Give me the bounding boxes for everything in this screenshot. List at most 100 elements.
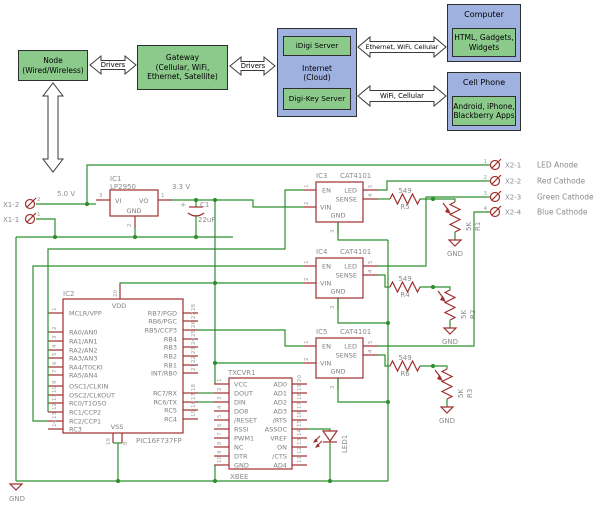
gnd-symbol <box>447 239 463 247</box>
pin-name: OSC2/CLKOUT <box>69 391 115 399</box>
pin-name: RC1/CCP2 <box>69 408 101 416</box>
pot-value: 5K <box>457 389 465 398</box>
ic-led-driver-1-body <box>315 257 364 299</box>
pin-name: VI <box>115 197 121 205</box>
gnd-label: GND <box>9 495 25 503</box>
pin-number: 28 <box>191 304 197 311</box>
pin-number: 5 <box>52 352 58 356</box>
pin-name: /RESET <box>234 416 257 424</box>
wire-driver-gnd <box>337 222 388 241</box>
pin-name: VSS <box>111 423 124 431</box>
pin-number: 5 <box>368 260 374 264</box>
pin-number: 9 <box>217 450 223 454</box>
pin-number: 4 <box>217 405 223 409</box>
pin-number: 4 <box>484 206 488 212</box>
potentiometer-symbol <box>440 368 454 400</box>
computer-title: Computer <box>464 10 504 19</box>
pin-number: 12 <box>297 447 303 454</box>
pin-name: AD2 <box>273 398 287 406</box>
resistor-ref: R6 <box>400 370 410 378</box>
pin-number: 15 <box>191 410 197 417</box>
cap-plate-bottom <box>187 212 205 217</box>
gnd-label: GND <box>439 417 455 425</box>
pin-number: 5 <box>368 340 374 344</box>
pin-number: 13 <box>297 438 303 445</box>
pin-number: 18 <box>297 393 303 400</box>
connector-slash <box>491 174 502 185</box>
pin-name: AD3 <box>273 407 287 415</box>
pin-name: INT/RB0 <box>151 369 177 377</box>
pin-name: VIN <box>320 280 331 288</box>
wire-res-to-pot <box>420 365 448 369</box>
ic2-ref: IC2 <box>63 290 74 298</box>
pot-ref: R2 <box>469 310 477 319</box>
pin-name: RB7/PGD <box>148 309 177 317</box>
pin-name: DOUT <box>234 389 253 397</box>
pin-name: VCC <box>234 380 248 388</box>
pin-number: 3 <box>99 193 103 199</box>
pin-number: 27 <box>191 312 197 319</box>
pin-name: OSC1/CLKIN <box>69 382 108 390</box>
gateway-label: Gateway (Cellular, WiFi, Ethernet, Satel… <box>147 53 218 82</box>
resistor-symbol <box>389 359 421 373</box>
pin-name: GND <box>234 461 249 469</box>
cellphone-apps-box: Android, iPhone, Blackberry Apps <box>452 96 516 126</box>
internet-title-text: Internet (Cloud) <box>302 63 332 82</box>
pin-name: DTR <box>234 452 248 460</box>
pin-number: 14 <box>297 429 303 436</box>
junction-dot <box>212 478 218 484</box>
c1-ref: C1 <box>200 201 209 209</box>
x2-pin-label: X2-2 <box>505 178 521 186</box>
pin-name: LED <box>344 187 357 195</box>
pin-name: RA1/AN1 <box>69 337 97 345</box>
connector-pad <box>489 191 501 203</box>
junction-dot <box>212 280 218 286</box>
pin-name: RC2/CCP1 <box>69 417 101 425</box>
resistor-symbol <box>389 192 421 206</box>
pin-name: VO <box>139 197 148 205</box>
pin-name: RC6/TX <box>154 398 178 406</box>
driver-value: CAT4101 <box>340 248 371 256</box>
pin-name: RA0/AN0 <box>69 328 97 336</box>
pin-name: RC0/T1OSO <box>69 399 107 407</box>
driver-ref: IC3 <box>316 172 327 180</box>
drivers-arrow-label-1: Drivers <box>100 61 126 69</box>
resistor-value: 549 <box>398 187 411 195</box>
pin-number: 5 <box>217 414 223 418</box>
x2-pin-label: X2-1 <box>505 162 521 170</box>
drivers-arrow-1 <box>89 54 137 76</box>
pin-name: SENSE <box>336 272 357 280</box>
pin-number: 10 <box>52 386 58 393</box>
resistor-symbol <box>389 280 421 294</box>
wire-ccp2-to-ic3-en <box>47 189 304 412</box>
pin-number: 17 <box>191 393 197 400</box>
pin-name: MCLR/VPP <box>69 309 102 317</box>
ic1-ref: IC1 <box>110 175 121 183</box>
pin-number: 18 <box>191 384 197 391</box>
link-computer-label: Ethernet, WiFi, Cellular <box>365 43 439 51</box>
pot-wiper-arrowhead <box>437 374 443 381</box>
pin-name: ASSOC <box>265 425 288 433</box>
link-computer-arrow <box>357 35 447 59</box>
drivers-arrow-2 <box>229 55 276 77</box>
pin-number: 3 <box>330 385 336 389</box>
x2-pin-description: LED Anode <box>537 161 578 170</box>
pin-number: 14 <box>52 420 58 427</box>
potentiometer-symbol <box>448 201 462 233</box>
wire-res-to-pot <box>420 198 456 202</box>
wire-sense-lead <box>378 274 390 288</box>
pin-number: 21 <box>191 364 197 371</box>
driver-ref: IC4 <box>316 248 328 256</box>
wire-driver-gnd <box>337 298 388 324</box>
voltage-5v-label: 5.0 V <box>57 190 75 198</box>
resistor-ref: R4 <box>400 291 410 299</box>
x2-pin-description: Blue Cathode <box>537 208 588 217</box>
computer-apps-box: HTML, Gadgets, Widgets <box>452 28 516 57</box>
ic2-body <box>62 298 184 434</box>
resistor-ref: R5 <box>400 203 409 211</box>
gnd-symbol <box>439 406 455 414</box>
connector-pad <box>489 159 501 171</box>
c1-value: 22uF <box>198 216 215 224</box>
pin-number: 7 <box>52 369 58 373</box>
pin-name: RA2/AN2 <box>69 346 97 354</box>
